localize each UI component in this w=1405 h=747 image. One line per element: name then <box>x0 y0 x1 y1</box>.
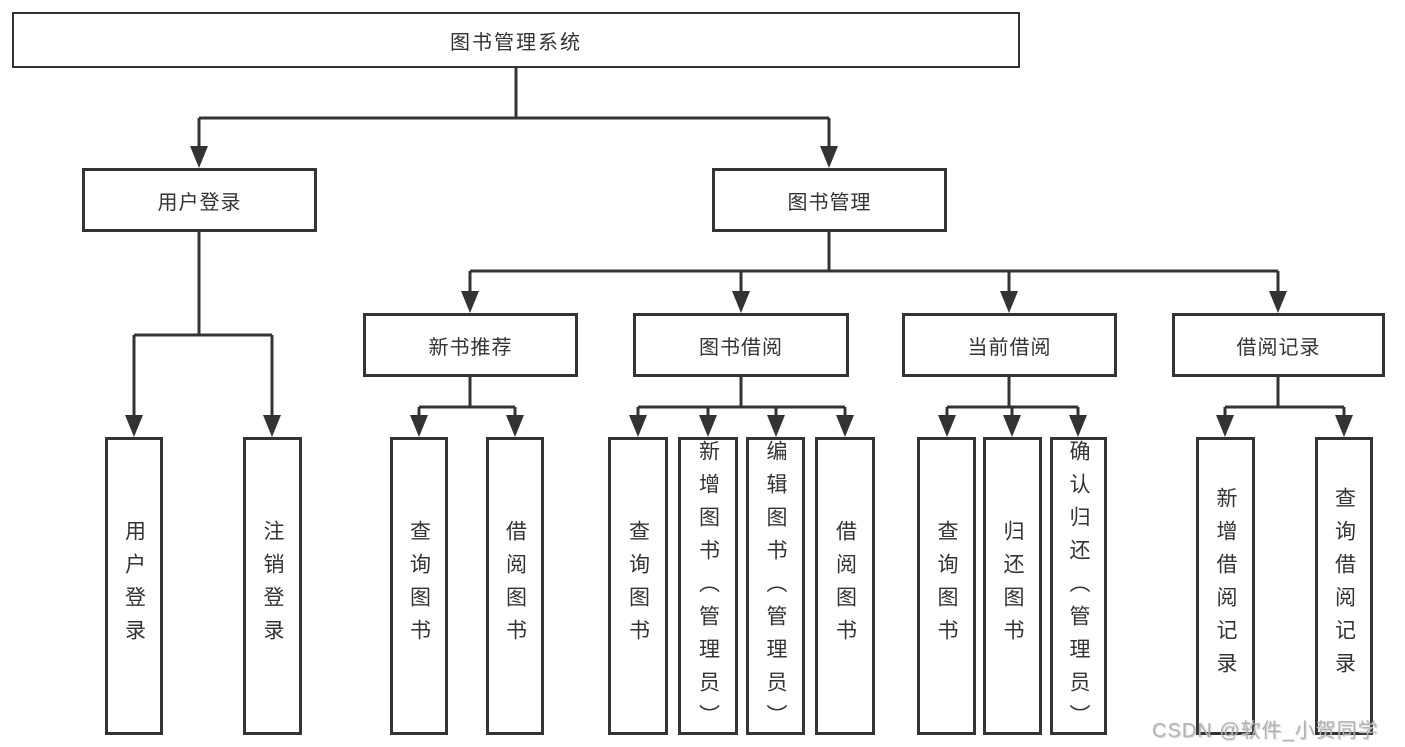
node-user-login-label: 用户登录 <box>157 191 242 214</box>
node-user-login: 用户登录 <box>82 168 317 232</box>
arrowhead <box>506 415 524 437</box>
csdn-watermark: CSDN @软件_小贺同学 <box>1152 720 1379 742</box>
node-book-management-label: 图书管理 <box>787 191 872 214</box>
leaf-add-book-admin-label: 新增图书（管理员） <box>696 440 720 737</box>
node-borrow-records-label: 借阅记录 <box>1236 336 1321 359</box>
node-new-book-recommend: 新书推荐 <box>363 313 578 377</box>
arrowhead <box>820 146 838 168</box>
node-current-borrow: 当前借阅 <box>902 313 1117 377</box>
leaf-query-books-current-label: 查询图书 <box>935 520 958 652</box>
connector-book-borrow <box>636 377 847 417</box>
leaf-user-login-label: 用户登录 <box>122 520 146 652</box>
leaf-add-borrow-record: 新增借阅记录 <box>1196 437 1255 735</box>
leaf-user-login: 用户登录 <box>105 437 163 735</box>
leaf-logout-label: 注销登录 <box>261 520 284 652</box>
leaf-query-books-borrow-label: 查询图书 <box>626 520 650 652</box>
arrowhead <box>836 415 854 437</box>
leaf-logout: 注销登录 <box>243 437 302 735</box>
arrowhead <box>125 415 143 437</box>
node-current-borrow-label: 当前借阅 <box>967 336 1052 359</box>
arrowhead <box>410 415 428 437</box>
connector-user-login <box>132 232 274 417</box>
leaf-query-books-current: 查询图书 <box>917 437 976 735</box>
leaf-add-book-admin: 新增图书（管理员） <box>678 437 738 737</box>
leaf-borrow-books-recommend-label: 借阅图书 <box>503 520 527 652</box>
arrowhead <box>1000 291 1018 313</box>
leaf-confirm-return-admin: 确认归还（管理员） <box>1050 437 1107 737</box>
leaf-query-borrow-record: 查询借阅记录 <box>1315 437 1373 735</box>
arrowhead <box>699 415 717 437</box>
leaf-borrow-books-2: 借阅图书 <box>815 437 875 735</box>
node-book-borrow-label: 图书借阅 <box>699 336 783 359</box>
arrowhead <box>1003 415 1021 437</box>
leaf-query-books-recommend: 查询图书 <box>390 437 448 735</box>
connector-borrow-records <box>1223 377 1346 417</box>
arrowhead <box>767 415 785 437</box>
arrowhead <box>461 291 479 313</box>
arrowhead <box>938 415 956 437</box>
leaf-query-books-borrow: 查询图书 <box>608 437 668 735</box>
leaf-edit-book-admin: 编辑图书（管理员） <box>746 437 805 737</box>
leaf-borrow-books-2-label: 借阅图书 <box>833 520 857 652</box>
arrowhead <box>1269 291 1287 313</box>
arrowheads <box>125 146 1353 437</box>
node-root-label: 图书管理系统 <box>450 31 582 54</box>
arrowhead <box>1335 415 1353 437</box>
connector-book-management <box>468 232 1280 293</box>
arrowhead <box>1216 415 1234 437</box>
leaf-query-borrow-record-label: 查询借阅记录 <box>1332 487 1356 685</box>
node-book-borrow: 图书借阅 <box>633 313 849 377</box>
arrowhead <box>1069 415 1087 437</box>
arrowhead <box>732 291 750 313</box>
connector-new-book-recommend <box>417 377 517 417</box>
leaf-return-book-label: 归还图书 <box>1001 520 1024 652</box>
leaf-query-books-recommend-label: 查询图书 <box>407 520 431 652</box>
leaf-borrow-books-recommend: 借阅图书 <box>486 437 544 735</box>
node-root: 图书管理系统 <box>12 12 1020 68</box>
arrowhead <box>263 415 281 437</box>
connector-current-borrow <box>945 377 1080 417</box>
node-new-book-recommend-label: 新书推荐 <box>428 336 513 359</box>
leaf-confirm-return-admin-label: 确认归还（管理员） <box>1067 440 1090 737</box>
connector-root <box>197 66 831 148</box>
leaf-edit-book-admin-label: 编辑图书（管理员） <box>764 440 787 737</box>
leaf-return-book: 归还图书 <box>983 437 1042 735</box>
arrowhead <box>190 146 208 168</box>
leaf-add-borrow-record-label: 新增借阅记录 <box>1214 487 1237 685</box>
node-book-management: 图书管理 <box>712 168 947 232</box>
node-borrow-records: 借阅记录 <box>1172 313 1385 377</box>
arrowhead <box>629 415 647 437</box>
